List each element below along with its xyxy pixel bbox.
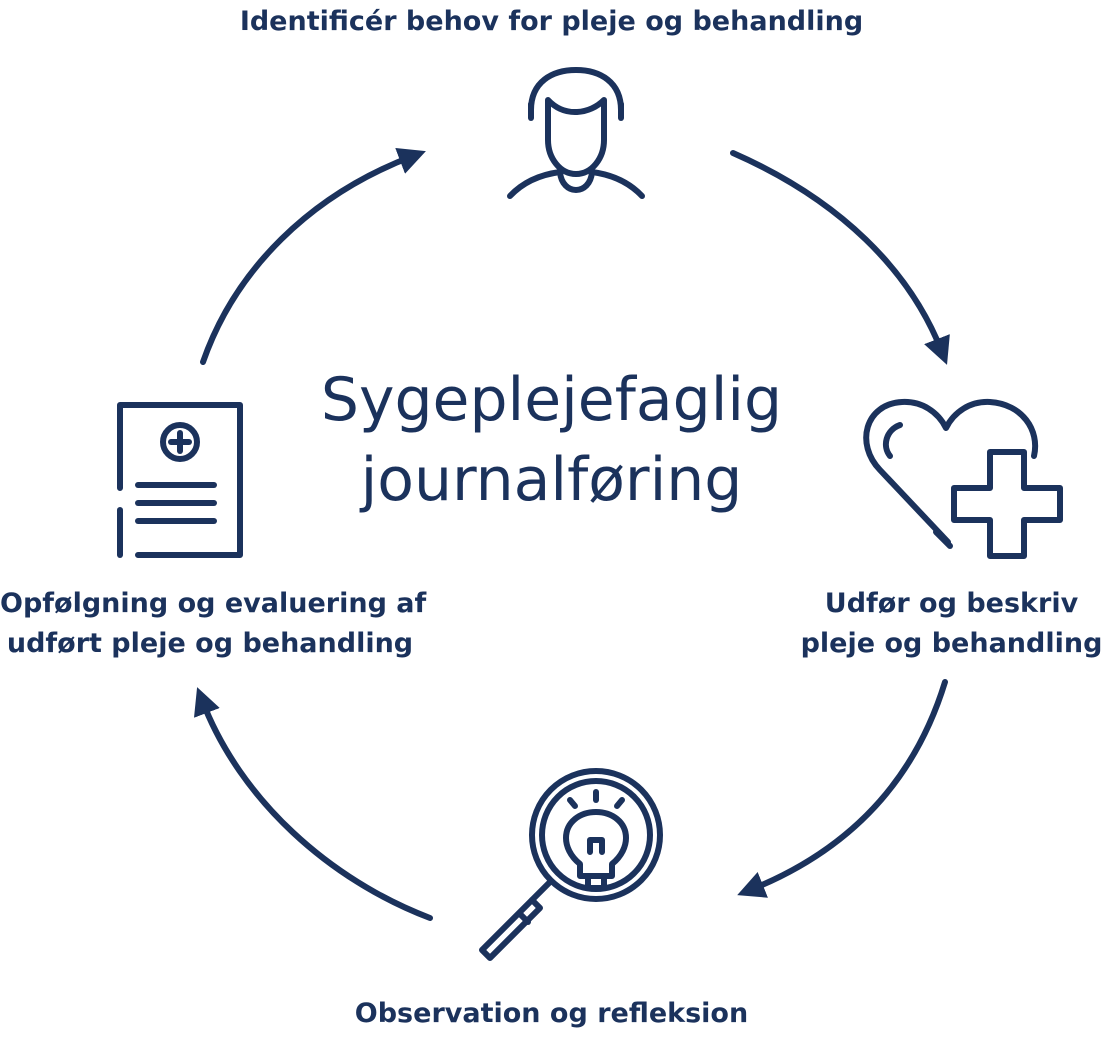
stage-label-line: udført pleje og behandling bbox=[6, 628, 414, 659]
medical-document-icon bbox=[117, 402, 243, 558]
stage-label-identify: Identificér behov for pleje og behandlin… bbox=[0, 2, 1103, 42]
stage-label-follow-up: Opfølgning og evaluering af udført pleje… bbox=[0, 584, 427, 664]
diagram-title-line: journalføring bbox=[360, 445, 743, 515]
stage-label-line: Identificér behov for pleje og behandlin… bbox=[239, 6, 864, 37]
magnifier-lightbulb-icon bbox=[479, 768, 663, 961]
diagram-title: Sygeplejefaglig journalføring bbox=[300, 360, 803, 520]
arrow-identify-to-perform bbox=[730, 150, 950, 365]
stage-label-perform: Udfør og beskriv pleje og behandling bbox=[800, 584, 1103, 664]
arrow-perform-to-observe bbox=[737, 679, 948, 898]
arrow-observe-to-followup bbox=[194, 687, 433, 921]
stage-label-line: pleje og behandling bbox=[800, 628, 1103, 659]
stage-label-line: Udfør og beskriv bbox=[824, 588, 1079, 619]
stage-label-line: Observation og refleksion bbox=[354, 998, 749, 1029]
arrow-followup-to-identify bbox=[200, 147, 426, 365]
heart-plus-icon bbox=[863, 398, 1063, 559]
stage-label-line: Opfølgning og evaluering af bbox=[0, 588, 427, 619]
person-icon bbox=[507, 67, 645, 199]
diagram-title-line: Sygeplejefaglig bbox=[320, 365, 783, 435]
stage-label-observe: Observation og refleksion bbox=[250, 994, 853, 1034]
